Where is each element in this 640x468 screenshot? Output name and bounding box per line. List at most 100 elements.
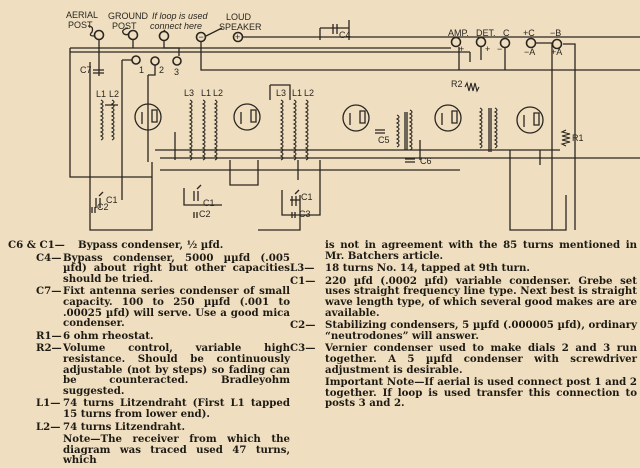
circuit-schematic: AERIAL POST GROUND POST If loop is used … [66, 10, 640, 231]
legend-entry: C4—Bypass condenser, 5000 µµfd (.005 µfd… [8, 251, 290, 285]
vacuum-tube-2 [233, 103, 261, 131]
legend-entry-key: C4— [36, 251, 62, 264]
c4-label: C4 [339, 30, 351, 40]
legend-entry-key: L3— [290, 262, 315, 275]
legend-entry-text: 74 turns Litzendraht (First L1 tapped 15… [63, 397, 290, 420]
speaker-minus-post [195, 31, 207, 43]
plus-a-label: +A [551, 47, 562, 57]
speaker-plus-sign: + [235, 32, 240, 42]
vacuum-tube-3 [342, 104, 370, 132]
legend-entry: L2—74 turns Litzendraht. [8, 420, 290, 433]
aerial-post-label: AERIAL POST [66, 10, 98, 30]
post-1-label: 1 [139, 65, 144, 75]
c1-variable-capacitor-2 [193, 184, 202, 201]
legend-entry-text: 220 µfd (.0002 µfd) variable condenser. … [325, 274, 637, 319]
legend-entry: C6 & C1— Bypass condenser, ½ µfd. [8, 240, 290, 251]
det-post [475, 36, 487, 48]
post-2 [150, 56, 160, 66]
legend-entry-key: R1— [36, 329, 62, 342]
legend-entry: C7—Fixt antenna series condenser of smal… [8, 286, 290, 328]
l2-label-2: L2 [213, 88, 223, 98]
speaker-leader [205, 27, 223, 37]
vacuum-tube-1 [134, 103, 162, 131]
plus-c-minus-a-post [525, 37, 537, 49]
c-label: C [503, 28, 510, 38]
post-3 [172, 56, 182, 66]
legend-entry: C3—Vernier condenser used to make dials … [290, 343, 637, 375]
speaker-minus-sign: − [199, 32, 204, 42]
r1-rheostat [560, 129, 571, 147]
det-label: DET. [476, 28, 496, 38]
audio-transformer-1 [395, 109, 413, 151]
c5-label: C5 [378, 135, 390, 145]
post-1 [131, 55, 141, 65]
r2-label: R2 [451, 79, 463, 89]
l1-label-3: L1 [292, 88, 302, 98]
c1-variable-capacitor-1 [95, 191, 104, 208]
legend-left-column: C6 & C1—Bypass condenser, ½ µfd.C4—Bypas… [8, 240, 290, 468]
legend-entry-text: 18 turns No. 14, tapped at 9th turn. [325, 262, 530, 275]
c2-capacitor-2 [193, 212, 198, 218]
coil-l1-stage1 [99, 99, 104, 141]
legend-entry-key: C3— [290, 342, 316, 355]
c1-label-2: C1 [203, 198, 215, 208]
c7-capacitor [93, 69, 104, 74]
legend-entry: Note—The receiver from which the diagram… [8, 434, 290, 466]
minus-b-plus-a-post [551, 38, 563, 50]
vacuum-tube-4 [434, 104, 462, 132]
post-3-label: 3 [174, 67, 179, 77]
legend-entry: R2—Volume control, variable high resista… [8, 343, 290, 396]
aerial-post [93, 29, 105, 41]
amp-plus-sign: + [459, 44, 464, 54]
c3-label: C3 [299, 209, 311, 219]
c1-variable-capacitor-3 [291, 189, 300, 206]
legend-entry-key: C1— [290, 274, 316, 287]
l2-label-3: L2 [304, 88, 314, 98]
plus-c-label: +C [523, 28, 535, 38]
coil-l2-stage1 [110, 99, 115, 141]
c6-capacitor [405, 158, 415, 163]
legend-entry-text: Bypass condenser, ½ µfd. [78, 239, 224, 251]
c6-label: C6 [420, 156, 432, 166]
c7-label: C7 [80, 65, 92, 75]
det-plus-sign: + [485, 44, 490, 54]
vacuum-tube-5 [516, 106, 544, 134]
c4-capacitor [332, 24, 338, 34]
speaker-label-line1: LOUD [226, 12, 252, 22]
coil-l3-stage3 [279, 99, 309, 161]
r2-resistor [464, 81, 480, 93]
legend-entry-key: C7— [36, 285, 62, 298]
l3-label-3: L3 [276, 88, 286, 98]
speaker-plus-post [232, 31, 244, 43]
ground-label-line1: GROUND [108, 11, 148, 21]
loop-post [158, 30, 170, 42]
legend-entry: C2—Stabilizing condensers, 5 µµfd (.0000… [290, 320, 637, 341]
l1-label-1: L1 [96, 89, 106, 99]
legend-entry-text: Important Note—If aerial is used connect… [325, 376, 637, 410]
c2-capacitor-1 [91, 207, 96, 213]
c3-capacitor [291, 212, 296, 218]
legend-entry: is not in agreement with the 85 turns me… [325, 240, 637, 261]
ground-post [127, 29, 139, 41]
l2-label-1: L2 [109, 89, 119, 99]
legend-entry-key: L1— [36, 397, 61, 410]
minus-a-label: −A [524, 47, 535, 57]
c2-label-1: C2 [97, 202, 109, 212]
amp-label: AMP. [448, 28, 469, 38]
ground-label-line2: POST [112, 21, 137, 31]
legend-entry: L1—74 turns Litzendraht (First L1 tapped… [8, 398, 290, 419]
legend-entry-text: Bypass condenser, 5000 µµfd (.005 µfd) a… [63, 251, 290, 285]
loop-label-line2: connect here [150, 21, 202, 31]
c2-label-2: C2 [199, 209, 211, 219]
legend-entry-key: C2— [290, 319, 316, 332]
coil-l3-stage2 [188, 99, 218, 161]
l3-label-2: L3 [184, 88, 194, 98]
legend-entry-text: Note—The receiver from which the diagram… [63, 433, 290, 467]
aerial-leader [87, 25, 98, 37]
loop-label-line1: If loop is used [152, 11, 209, 21]
amp-post [450, 36, 462, 48]
audio-transformer-2 [478, 107, 498, 152]
speaker-label-line2: SPEAKER [219, 22, 262, 32]
legend-entry-key: C6 & C1— [8, 239, 65, 251]
legend-entry-text: 74 turns Litzendraht. [63, 420, 186, 433]
